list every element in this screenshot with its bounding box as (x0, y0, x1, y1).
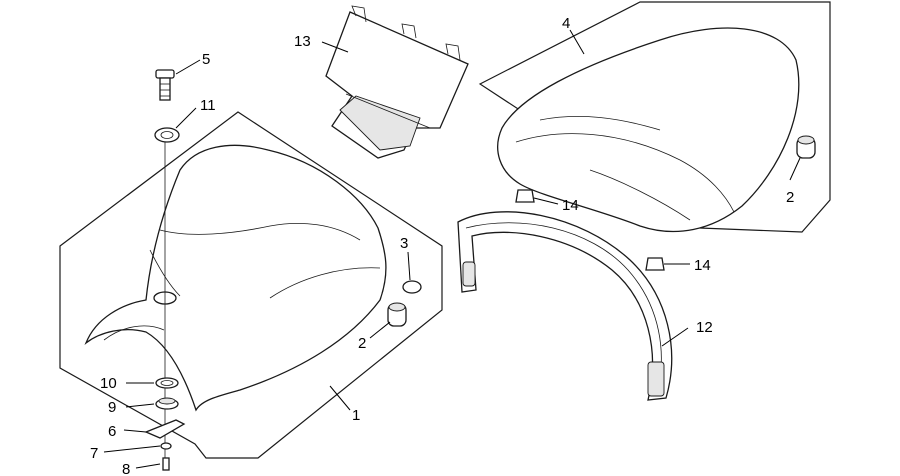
callout-14-lower: 14 (694, 257, 711, 274)
callout-12: 12 (696, 319, 713, 336)
rubber-bumpers (387, 135, 816, 327)
callout-13: 13 (294, 33, 311, 50)
rider-seat (84, 144, 387, 412)
callout-1: 1 (352, 407, 360, 424)
leader-lines (103, 29, 801, 469)
callout-2-right: 2 (786, 189, 794, 206)
callout-7: 7 (90, 445, 98, 462)
callout-8: 8 (122, 461, 130, 476)
rider-seat-boundary (59, 111, 443, 459)
callout-6: 6 (108, 423, 116, 440)
fastener-stack (144, 69, 186, 471)
rider-seat-group (59, 111, 443, 460)
pillion-seat-group (478, 1, 831, 233)
callout-4: 4 (562, 15, 570, 32)
callout-9: 9 (108, 399, 116, 416)
callout-2-left: 2 (358, 335, 366, 352)
pillion-seat (497, 27, 800, 233)
grab-handle (457, 211, 673, 401)
callout-10: 10 (100, 375, 117, 392)
callout-3: 3 (400, 235, 408, 252)
seat-bracket (325, 5, 469, 159)
callout-11: 11 (200, 97, 216, 114)
callout-14-upper: 14 (562, 197, 579, 214)
callout-5: 5 (202, 51, 210, 68)
